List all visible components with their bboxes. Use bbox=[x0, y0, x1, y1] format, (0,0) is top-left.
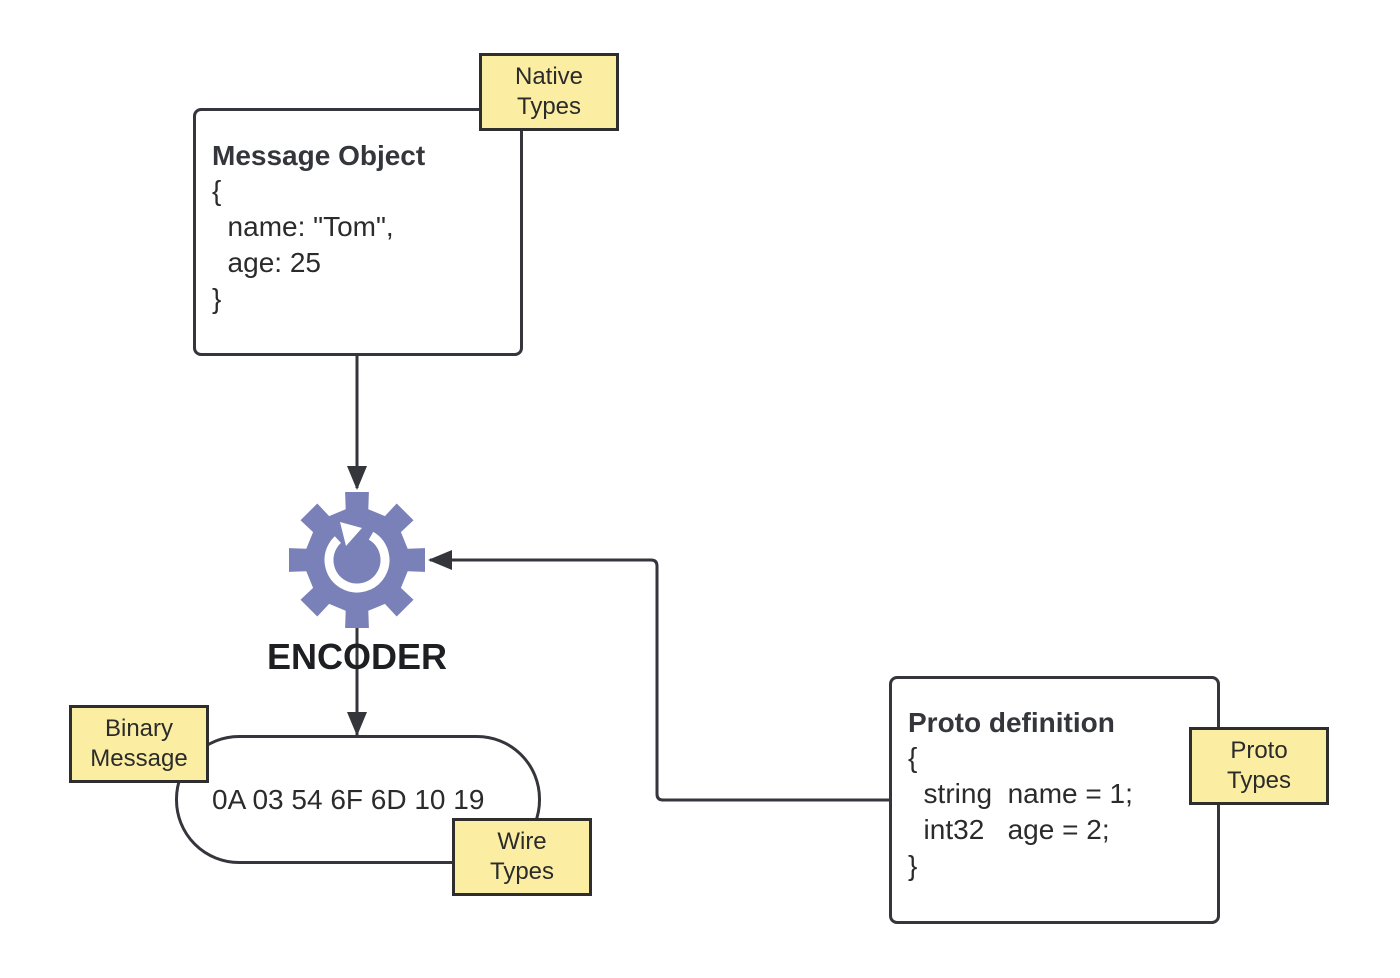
arrow-proto-to-encoder bbox=[430, 558, 890, 802]
proto-definition-line: } bbox=[908, 850, 918, 881]
encoder-label: ENCODER bbox=[266, 636, 448, 677]
note-line: Types bbox=[489, 858, 555, 885]
binary-message-note: Binary Message bbox=[69, 705, 209, 783]
proto-definition-title: Proto definition bbox=[908, 707, 1115, 738]
gear-refresh-icon bbox=[289, 492, 425, 628]
binary-message-value: 0A 03 54 6F 6D 10 19 bbox=[212, 784, 485, 815]
message-object-line: } bbox=[212, 283, 222, 314]
note-line: Types bbox=[1226, 767, 1292, 794]
arrowhead-message-to-encoder bbox=[347, 466, 367, 490]
message-object-title: Message Object bbox=[212, 140, 426, 171]
arrowhead-encoder-to-binary bbox=[347, 712, 367, 736]
note-line: Message bbox=[90, 745, 188, 772]
wire-types-note: Wire Types bbox=[452, 818, 592, 896]
message-object-line: { bbox=[212, 175, 222, 206]
native-types-note: Native Types bbox=[479, 53, 619, 131]
note-line: Types bbox=[516, 93, 582, 120]
proto-definition-line: string name = 1; bbox=[908, 778, 1133, 809]
message-object-box: Message Object { name: "Tom", age: 25 } bbox=[193, 108, 523, 356]
note-line: Proto bbox=[1230, 737, 1288, 764]
message-object-line: name: "Tom", bbox=[212, 211, 394, 242]
proto-definition-box: Proto definition { string name = 1; int3… bbox=[889, 676, 1220, 924]
proto-types-note: Proto Types bbox=[1189, 727, 1329, 805]
message-object-line: age: 25 bbox=[212, 247, 321, 278]
proto-definition-line: { bbox=[908, 742, 918, 773]
proto-definition-line: int32 age = 2; bbox=[908, 814, 1110, 845]
note-line: Wire bbox=[497, 828, 547, 855]
note-line: Binary bbox=[104, 715, 174, 742]
arrowhead-proto-to-encoder bbox=[428, 550, 452, 570]
note-line: Native bbox=[514, 63, 584, 90]
